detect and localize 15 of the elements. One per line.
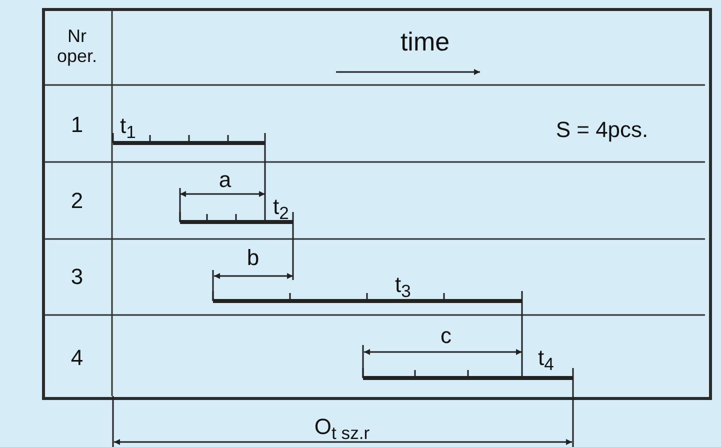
total-time-label: O$_{t sz.r}$ xyxy=(314,414,370,440)
row-number: 3 xyxy=(70,264,84,290)
time-symbol: t$_{3}$ xyxy=(395,272,411,298)
time-symbol: t$_{4}$ xyxy=(538,346,554,370)
row-number: 2 xyxy=(70,188,84,214)
dimension-label: b xyxy=(246,246,260,270)
column-header: Nr oper. xyxy=(56,27,98,67)
dimension-label: c xyxy=(440,324,452,348)
time-symbol: t$_{2}$ xyxy=(273,194,289,220)
row-number: 1 xyxy=(70,112,84,138)
row-number: 4 xyxy=(70,346,84,370)
dimension-label: a xyxy=(218,168,232,192)
time-symbol: t$_{1}$ xyxy=(120,114,136,138)
axis-title: time xyxy=(400,28,450,56)
batch-size-note: S = 4pcs. xyxy=(556,118,648,142)
